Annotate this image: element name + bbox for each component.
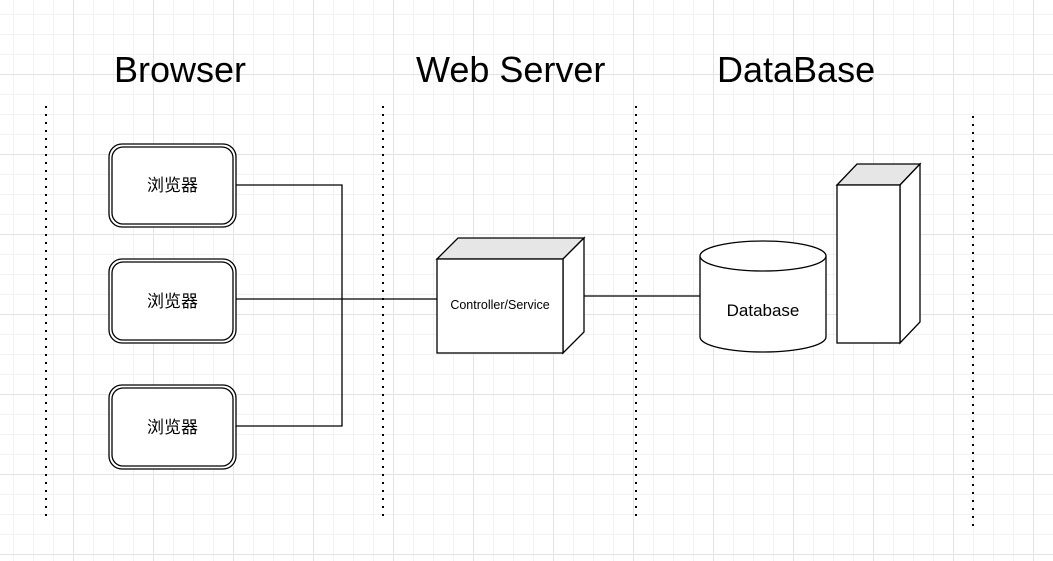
browser-label-2: 浏览器 [147, 292, 198, 312]
server-cube-side [562, 236, 585, 355]
lane-title-database: DataBase [717, 49, 876, 90]
server-cube-front [436, 258, 564, 354]
lane-title-browser: Browser [114, 49, 247, 90]
browser-label-1: 浏览器 [147, 176, 198, 196]
browser-node-3[interactable]: 浏览器 [108, 384, 237, 470]
server-label: Controller/Service [450, 298, 549, 312]
lane-title-web-server: Web Server [416, 49, 606, 90]
storage-box-side [899, 162, 921, 345]
database-node[interactable]: Database [699, 240, 827, 353]
browser-node-1[interactable]: 浏览器 [108, 143, 237, 228]
server-cube-top [435, 237, 586, 260]
browser-node-2[interactable]: 浏览器 [108, 258, 237, 344]
database-cylinder-body [699, 256, 827, 353]
database-cylinder-top [699, 240, 827, 272]
server-node[interactable]: Controller/Service [435, 236, 586, 355]
edge-browser1-browser3-bus [236, 184, 343, 427]
database-label: Database [727, 301, 800, 320]
storage-box-front [836, 184, 901, 344]
browser-label-3: 浏览器 [147, 418, 198, 438]
storage-box-node[interactable] [835, 162, 922, 345]
